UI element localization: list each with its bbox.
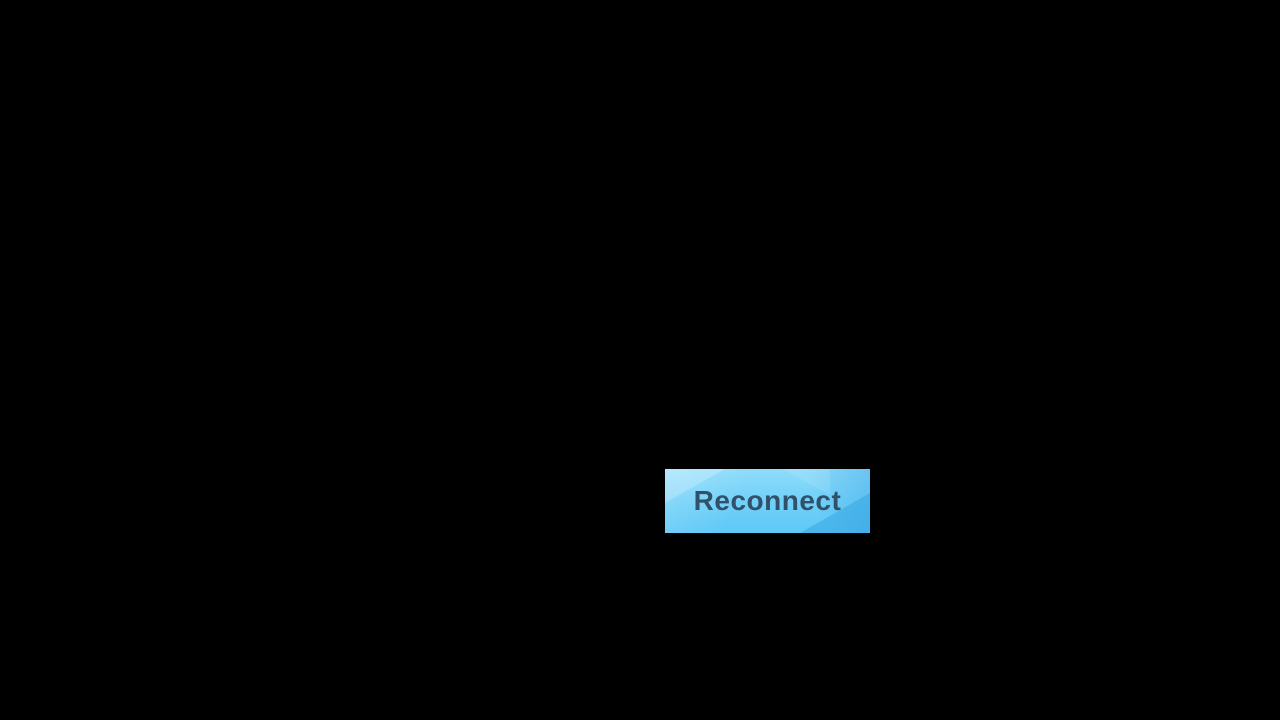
- reconnect-button[interactable]: Reconnect: [665, 469, 870, 533]
- reconnect-button-label: Reconnect: [693, 485, 842, 516]
